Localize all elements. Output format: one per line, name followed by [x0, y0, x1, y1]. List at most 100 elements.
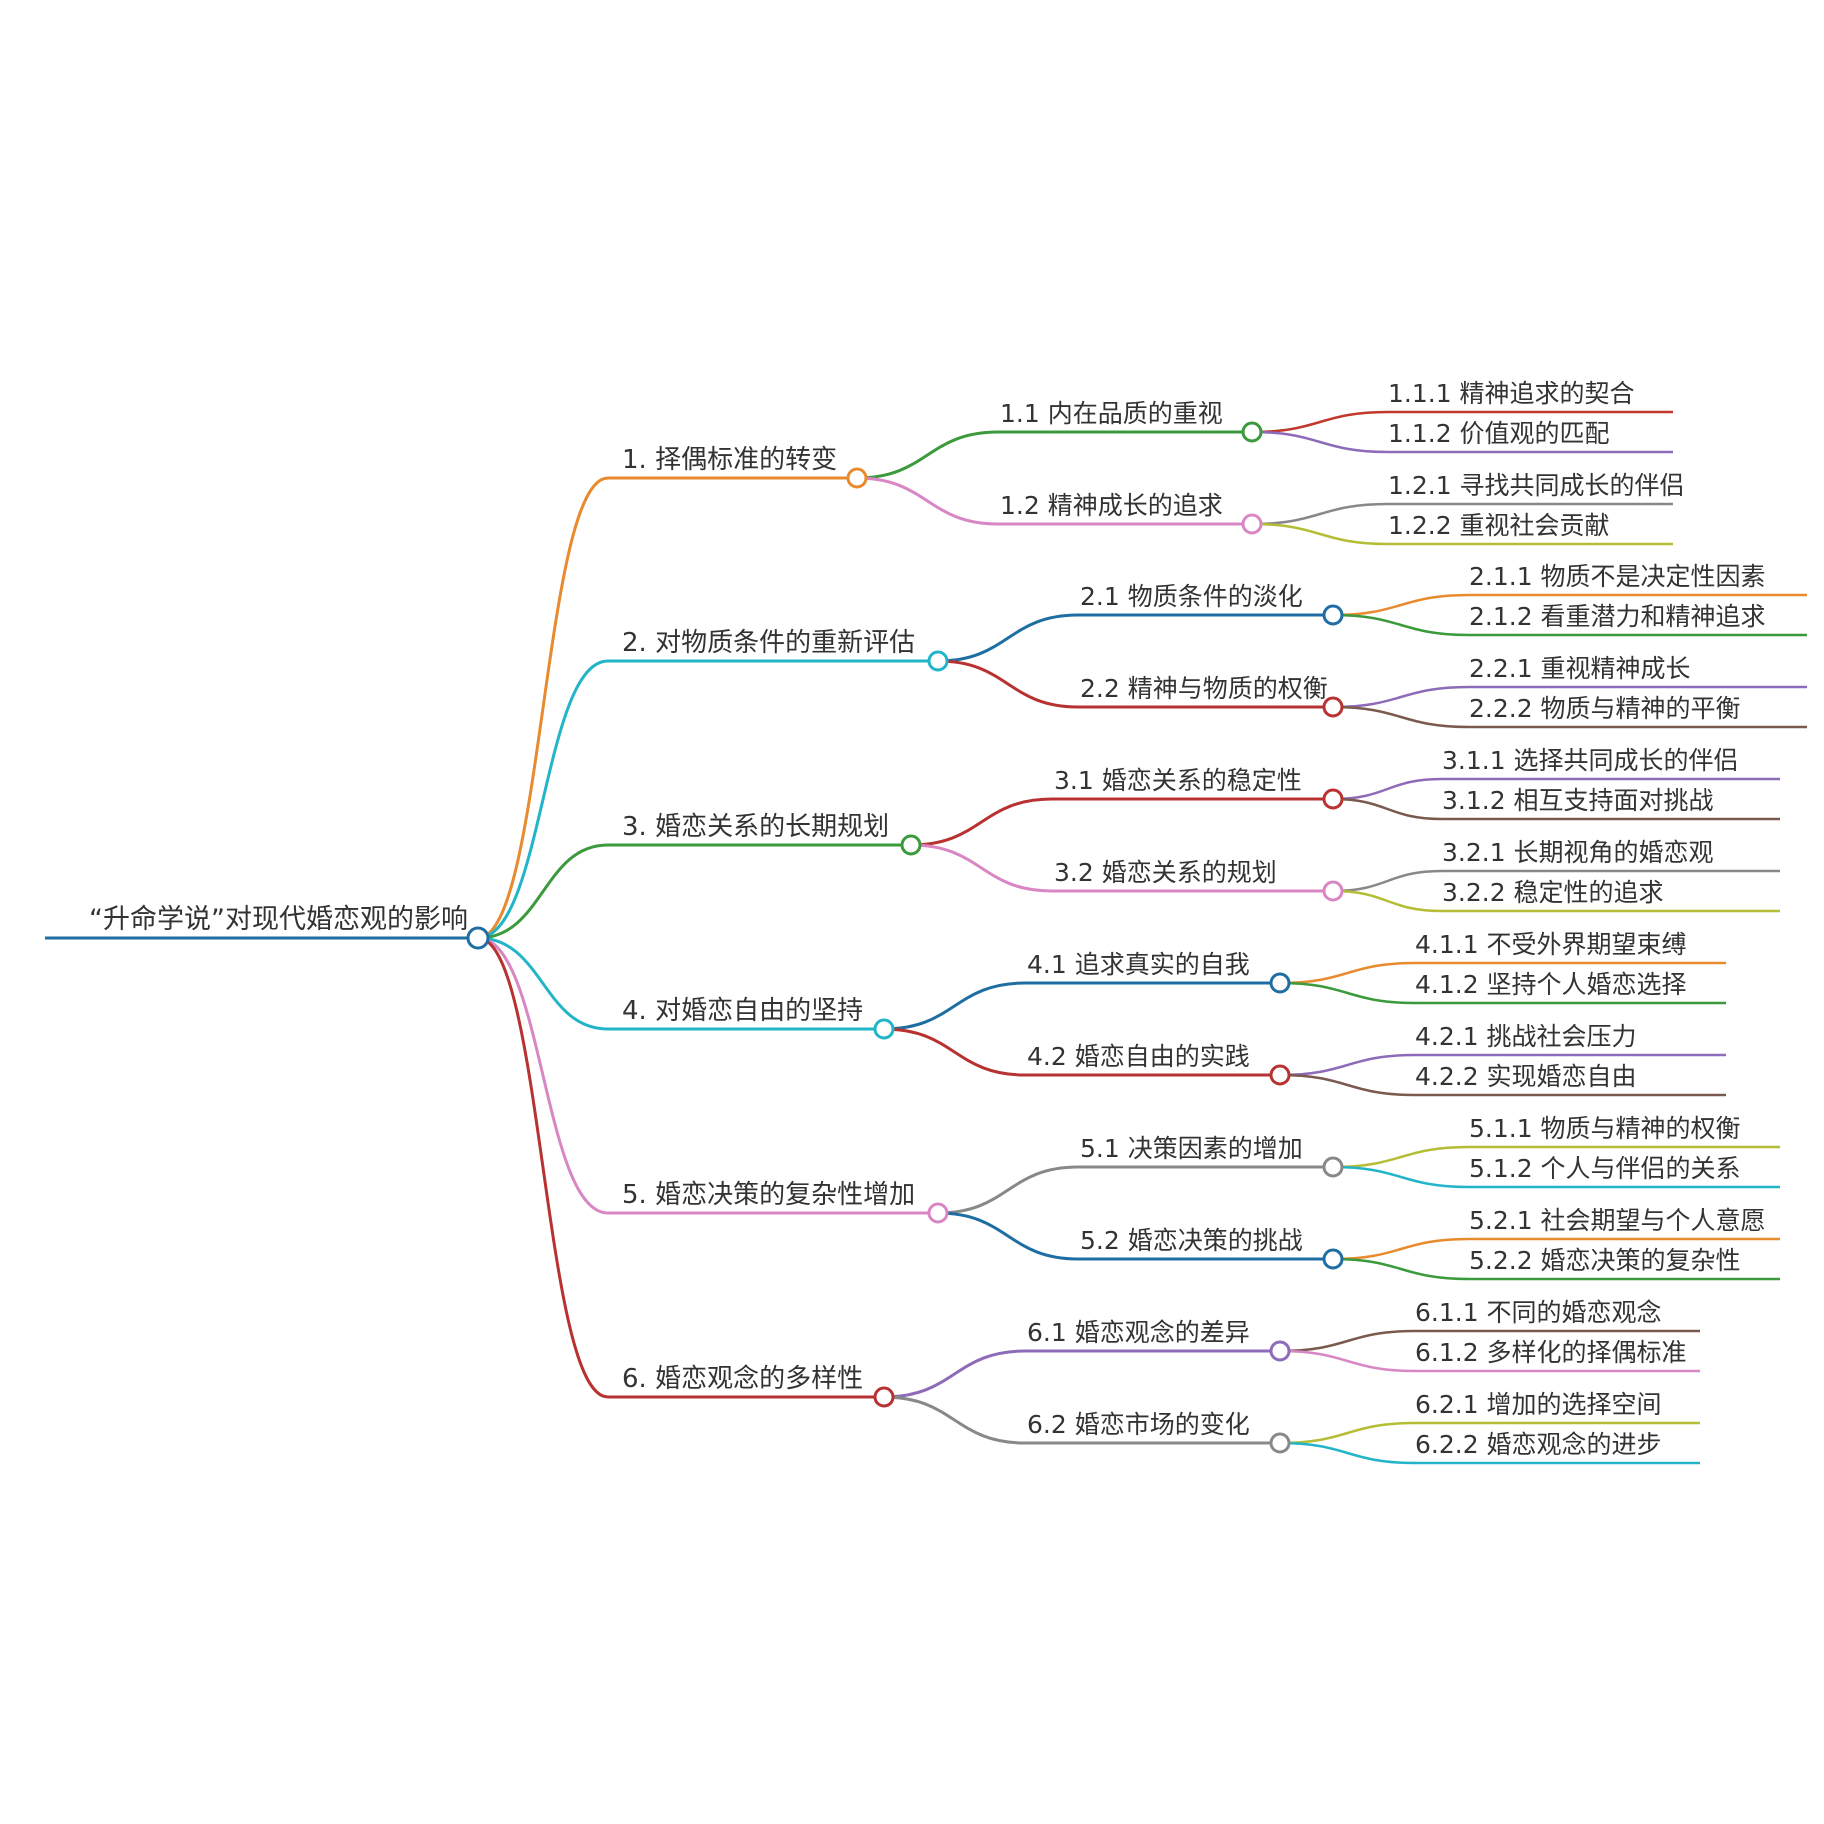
collapse-toggle-sub-3-2[interactable] [1322, 880, 1344, 902]
leaf-1-2-1-label: 1.2.1 寻找共同成长的伴侣 [1388, 471, 1685, 500]
leaf-1-2-2-label: 1.2.2 重视社会贡献 [1388, 511, 1610, 540]
leaf-6-1-2-label: 6.1.2 多样化的择偶标准 [1415, 1338, 1687, 1367]
collapse-toggle-branch-1[interactable] [846, 467, 868, 489]
edge-sub-to-leaf-4-1-1 [1279, 961, 1416, 985]
edge-sub-to-leaf-6-1-1 [1279, 1329, 1416, 1353]
edge-sub-to-leaf-5-1-1 [1332, 1145, 1470, 1169]
edge-sub-to-leaf-2-2-1 [1332, 685, 1470, 709]
edge-branch-to-sub-5-2 [937, 1211, 1079, 1261]
collapse-toggle-branch-4[interactable] [873, 1018, 895, 1040]
edge-branch-to-sub-1-2 [856, 476, 999, 526]
edge-branch-to-sub-3-1 [910, 797, 1053, 847]
edge-branch-to-sub-4-1 [883, 981, 1026, 1031]
sub-4-2-label: 4.2 婚恋自由的实践 [1027, 1042, 1250, 1071]
sub-5-2-label: 5.2 婚恋决策的挑战 [1080, 1226, 1303, 1255]
branch-1-label: 1. 择偶标准的转变 [622, 445, 837, 475]
leaf-3-2-2-label: 3.2.2 稳定性的追求 [1442, 878, 1664, 907]
edge-sub-to-leaf-1-2-2 [1251, 522, 1389, 546]
edge-root-to-branch-6 [477, 936, 609, 1399]
collapse-toggle-sub-1-1[interactable] [1241, 421, 1263, 443]
leaf-4-1-1-label: 4.1.1 不受外界期望束缚 [1415, 930, 1687, 959]
edge-sub-to-leaf-1-1-2 [1251, 430, 1389, 454]
leaf-5-1-1-label: 5.1.1 物质与精神的权衡 [1469, 1114, 1741, 1143]
edge-branch-to-sub-6-1 [883, 1349, 1026, 1399]
edge-sub-to-leaf-2-1-1 [1332, 593, 1470, 617]
leaf-5-1-2-label: 5.1.2 个人与伴侣的关系 [1469, 1154, 1741, 1183]
edge-root-to-branch-2 [477, 659, 609, 940]
sub-3-1-label: 3.1 婚恋关系的稳定性 [1054, 766, 1302, 795]
sub-2-2-label: 2.2 精神与物质的权衡 [1080, 674, 1328, 703]
edge-branch-to-sub-4-2 [883, 1027, 1026, 1077]
edge-branch-to-sub-2-1 [937, 613, 1079, 663]
leaf-3-2-1-label: 3.2.1 长期视角的婚恋观 [1442, 838, 1714, 867]
leaf-1-1-1-label: 1.1.1 精神追求的契合 [1388, 379, 1635, 408]
collapse-toggle-sub-1-2[interactable] [1241, 513, 1263, 535]
edge-sub-to-leaf-3-2-2 [1332, 889, 1443, 913]
collapse-toggle-sub-2-1[interactable] [1322, 604, 1344, 626]
leaf-6-1-1-label: 6.1.1 不同的婚恋观念 [1415, 1298, 1662, 1327]
edge-sub-to-leaf-6-2-2 [1279, 1441, 1416, 1465]
sub-6-2-label: 6.2 婚恋市场的变化 [1027, 1410, 1250, 1439]
collapse-toggle-branch-5[interactable] [927, 1202, 949, 1224]
edge-root-to-branch-3 [477, 843, 609, 940]
leaf-4-1-2-label: 4.1.2 坚持个人婚恋选择 [1415, 970, 1687, 999]
sub-1-2-label: 1.2 精神成长的追求 [1000, 491, 1223, 520]
edge-sub-to-leaf-6-2-1 [1279, 1421, 1416, 1445]
collapse-toggle-sub-4-1[interactable] [1269, 972, 1291, 994]
leaf-4-2-1-label: 4.2.1 挑战社会压力 [1415, 1022, 1637, 1051]
edge-root-to-branch-5 [477, 936, 609, 1215]
edge-sub-to-leaf-5-2-1 [1332, 1237, 1470, 1261]
leaf-4-2-2-label: 4.2.2 实现婚恋自由 [1415, 1062, 1637, 1091]
leaf-6-2-2-label: 6.2.2 婚恋观念的进步 [1415, 1430, 1662, 1459]
collapse-toggle-sub-4-2[interactable] [1269, 1064, 1291, 1086]
mindmap-nodes: “升命学说”对现代婚恋观的影响 1. 择偶标准的转变 1.1 内在品质的重视 1.1.… [89, 379, 1766, 1459]
edge-branch-to-sub-5-1 [937, 1165, 1079, 1215]
leaf-2-2-1-label: 2.2.1 重视精神成长 [1469, 654, 1691, 683]
collapse-toggle-sub-5-2[interactable] [1322, 1248, 1344, 1270]
edge-sub-to-leaf-1-2-1 [1251, 502, 1389, 526]
leaf-3-1-2-label: 3.1.2 相互支持面对挑战 [1442, 786, 1714, 815]
edge-branch-to-sub-1-1 [856, 430, 999, 480]
edge-root-to-branch-1 [477, 476, 609, 940]
leaf-5-2-2-label: 5.2.2 婚恋决策的复杂性 [1469, 1246, 1741, 1275]
sub-3-2-label: 3.2 婚恋关系的规划 [1054, 858, 1277, 887]
sub-4-1-label: 4.1 追求真实的自我 [1027, 950, 1250, 979]
edge-root-to-branch-4 [477, 936, 609, 1031]
collapse-toggle-sub-3-1[interactable] [1322, 788, 1344, 810]
edge-sub-to-leaf-5-2-2 [1332, 1257, 1470, 1281]
sub-6-1-label: 6.1 婚恋观念的差异 [1027, 1318, 1250, 1347]
collapse-toggle-sub-6-1[interactable] [1269, 1340, 1291, 1362]
leaf-1-1-2-label: 1.1.2 价值观的匹配 [1388, 419, 1610, 448]
branch-2-label: 2. 对物质条件的重新评估 [622, 628, 915, 658]
branch-4-label: 4. 对婚恋自由的坚持 [622, 996, 863, 1026]
leaf-2-1-2-label: 2.1.2 看重潜力和精神追求 [1469, 602, 1766, 631]
edge-sub-to-leaf-4-2-2 [1279, 1073, 1416, 1097]
edge-sub-to-leaf-3-1-2 [1332, 797, 1443, 821]
collapse-toggle-sub-6-2[interactable] [1269, 1432, 1291, 1454]
edge-sub-to-leaf-3-1-1 [1332, 777, 1443, 801]
edge-sub-to-leaf-2-1-2 [1332, 613, 1470, 637]
branch-6-label: 6. 婚恋观念的多样性 [622, 1364, 863, 1394]
collapse-toggle-sub-2-2[interactable] [1322, 696, 1344, 718]
edge-sub-to-leaf-3-2-1 [1332, 869, 1443, 893]
edge-branch-to-sub-6-2 [883, 1395, 1026, 1445]
collapse-toggle-branch-2[interactable] [927, 650, 949, 672]
branch-5-label: 5. 婚恋决策的复杂性增加 [622, 1180, 915, 1210]
sub-1-1-label: 1.1 内在品质的重视 [1000, 399, 1223, 428]
branch-3-label: 3. 婚恋关系的长期规划 [622, 812, 889, 842]
collapse-toggle-sub-5-1[interactable] [1322, 1156, 1344, 1178]
collapse-toggle-branch-3[interactable] [900, 834, 922, 856]
edge-sub-to-leaf-2-2-2 [1332, 705, 1470, 729]
edge-branch-to-sub-3-2 [910, 843, 1053, 893]
edge-sub-to-leaf-6-1-2 [1279, 1349, 1416, 1373]
leaf-3-1-1-label: 3.1.1 选择共同成长的伴侣 [1442, 746, 1739, 775]
edge-sub-to-leaf-4-2-1 [1279, 1053, 1416, 1077]
sub-2-1-label: 2.1 物质条件的淡化 [1080, 582, 1303, 611]
sub-5-1-label: 5.1 决策因素的增加 [1080, 1134, 1303, 1163]
root-topic: “升命学说”对现代婚恋观的影响 [89, 904, 468, 935]
mindmap-edges [45, 410, 1807, 1465]
edge-branch-to-sub-2-2 [937, 659, 1079, 709]
collapse-toggle-root[interactable] [466, 926, 490, 950]
collapse-toggle-branch-6[interactable] [873, 1386, 895, 1408]
